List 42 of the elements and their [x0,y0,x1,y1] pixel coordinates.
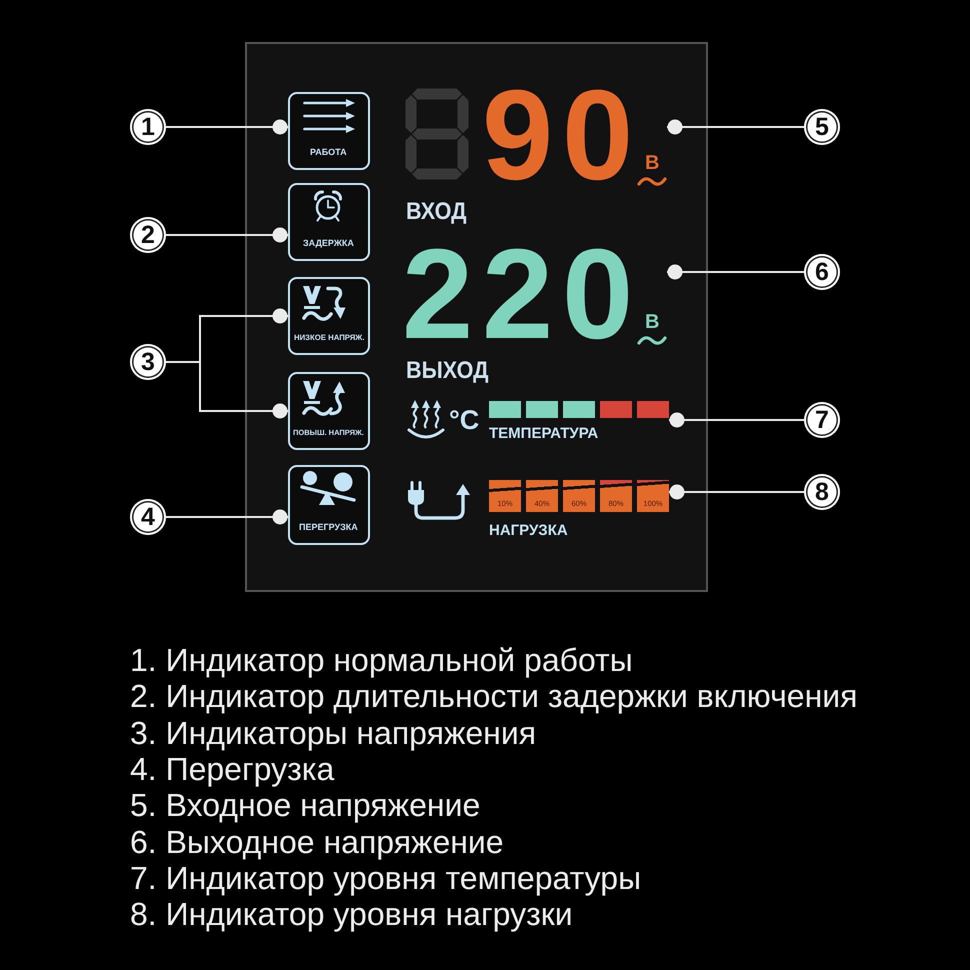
indicator-tile [288,92,370,170]
display-panel [245,42,708,592]
callout-description: 8. Индикатор уровня нагрузки [130,896,573,932]
unit-label: В [645,152,660,174]
unit-label: В [645,311,660,333]
callout-number: 6 [804,254,840,290]
callout-number: 2 [130,217,166,253]
callout-description: 3. Индикаторы напряжения [130,714,536,751]
leader-line [166,510,288,524]
gauge-caption: НАГРУЗКА [489,522,568,539]
indicator-tile [288,465,370,545]
leader-line [667,264,804,280]
callout-number: 3 [130,344,166,380]
voltage-readout: 90 [482,84,642,188]
leader-line [166,120,288,134]
readout-caption: ВХОД [406,199,467,225]
readout-caption: ВЫХОД [406,358,488,384]
callout-number: 8 [804,474,840,510]
callout-description: 5. Входное напряжение [130,787,480,824]
callout-number: 7 [804,402,840,438]
unit-label: °C [449,406,480,434]
indicator-caption: ПЕРЕГРУЗКА [299,522,358,533]
callout-description: 1. Индикатор нормальной работы [130,642,633,678]
voltage-readout: 220 [402,243,642,347]
leader-line [669,484,804,500]
leader-line [166,361,288,418]
leader-line [667,120,804,134]
callout-description: 2. Индикатор длительности задержки включения [130,678,858,714]
callout-number: 5 [804,109,840,145]
indicator-tile [288,183,370,261]
indicator-tile [288,372,370,450]
leader-line [166,228,288,242]
callout-description: 7. Индикатор уровня температуры [130,860,642,896]
callout-description: 4. Перегрузка [130,750,334,787]
indicator-tile [288,277,370,355]
indicator-caption: РАБОТА [310,147,347,158]
indicator-caption: ЗАДЕРЖКА [303,238,354,249]
callout-description: 6. Выходное напряжение [130,824,504,860]
leader-line [669,412,804,428]
callout-number: 1 [130,109,166,145]
gauge-caption: ТЕМПЕРАТУРА [489,425,598,442]
callout-number: 4 [130,499,166,535]
